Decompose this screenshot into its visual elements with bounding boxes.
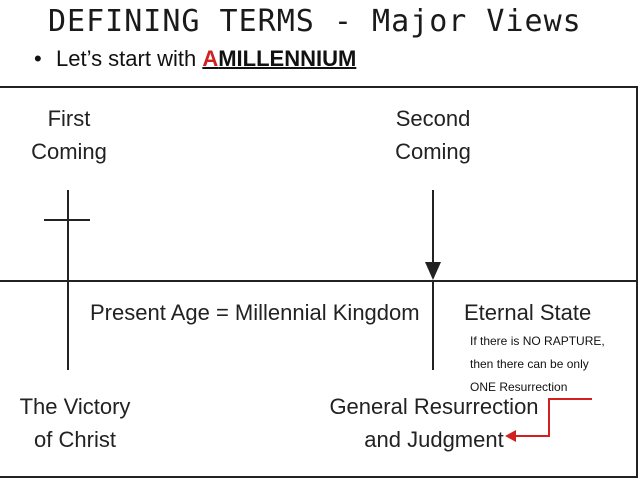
note-pointer-arrow <box>515 398 592 437</box>
resurrection-label: General Resurrection and Judgment <box>326 390 542 456</box>
arrow-left-icon <box>505 430 516 442</box>
note-line3: ONE Resurrection <box>470 380 568 394</box>
second-coming-label: Second Coming <box>386 102 480 168</box>
first-coming-label: First Coming <box>24 102 114 168</box>
first-coming-line1: First <box>47 106 91 131</box>
second-coming-line1: Second <box>395 106 471 131</box>
note-line1: If there is NO RAPTURE, <box>470 334 605 348</box>
term-rest: MILLENNIUM <box>218 46 357 71</box>
bullet-item: • Let’s start with AMILLENNIUM <box>34 46 356 72</box>
term-first-letter: A <box>202 46 219 71</box>
bullet-dot-icon: • <box>34 46 42 71</box>
second-coming-line2: Coming <box>395 139 471 164</box>
victory-line1: The Victory <box>19 394 131 419</box>
bullet-text: Let’s start with <box>56 46 203 71</box>
amillennium-term: AMILLENNIUM <box>202 46 356 71</box>
slide-title: DEFINING TERMS - Major Views <box>48 4 582 39</box>
arrow-down-icon <box>425 262 441 280</box>
first-coming-line2: Coming <box>31 139 107 164</box>
present-age-label: Present Age = Millennial Kingdom <box>90 300 420 325</box>
eternal-state-label: Eternal State <box>464 300 592 325</box>
resurrection-line2: and Judgment <box>364 427 504 452</box>
victory-label: The Victory of Christ <box>10 390 140 456</box>
victory-line2: of Christ <box>34 427 116 452</box>
resurrection-line1: General Resurrection <box>329 394 539 419</box>
note-line2: then there can be only <box>470 357 589 371</box>
rapture-note: If there is NO RAPTURE, then there can b… <box>470 330 635 399</box>
